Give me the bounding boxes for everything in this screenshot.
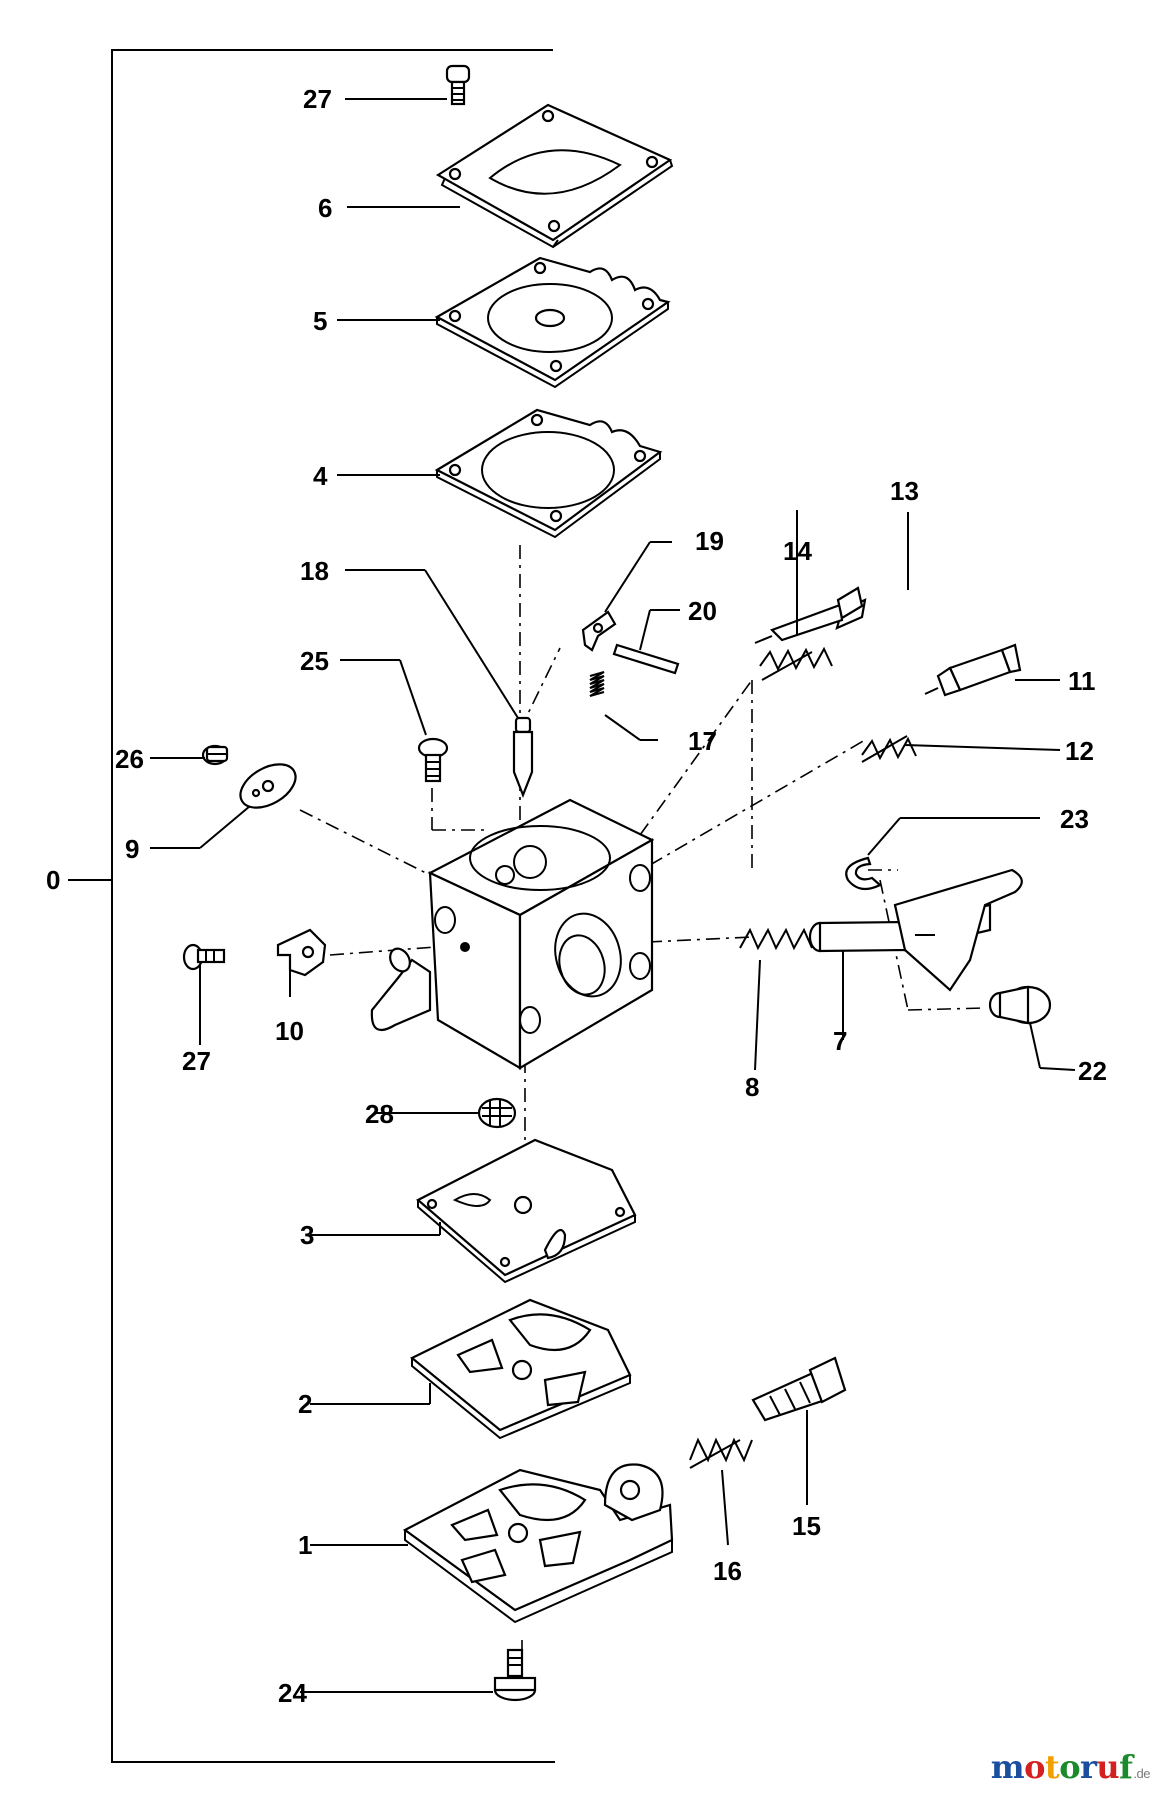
label-part-14: 14	[783, 536, 812, 566]
label-part-17: 17	[688, 726, 717, 756]
watermark-letter: o	[1059, 1748, 1081, 1786]
watermark-letter: o	[1024, 1748, 1045, 1786]
label-part-23: 23	[1060, 804, 1089, 834]
label-part-1: 1	[298, 1530, 312, 1560]
label-part-3: 3	[300, 1220, 314, 1250]
watermark-text: motoruf	[991, 1748, 1133, 1786]
carburetor-body	[370, 798, 655, 1070]
watermark-letter: m	[990, 1748, 1025, 1786]
label-part-5: 5	[313, 306, 327, 336]
watermark-letter: f	[1119, 1748, 1133, 1786]
label-part-13: 13	[890, 476, 919, 506]
part-12-spring	[861, 735, 917, 763]
leader-lines	[150, 98, 1076, 1693]
part-9-washer	[239, 763, 297, 809]
part-16-spring	[689, 1437, 753, 1469]
label-part-27-top: 27	[303, 84, 332, 114]
part-19-metering-lever	[581, 610, 617, 652]
label-part-2: 2	[298, 1389, 312, 1419]
label-part-27-side: 27	[182, 1046, 211, 1076]
label-part-26: 26	[115, 744, 144, 774]
part-6-cover-plate	[435, 103, 674, 249]
label-part-28: 28	[365, 1099, 394, 1129]
label-part-6: 6	[318, 193, 332, 223]
part-1-pump-cover	[402, 1463, 674, 1624]
part-27-top-screw	[445, 64, 471, 106]
part-15-screw	[751, 1356, 847, 1422]
label-part-20: 20	[688, 596, 717, 626]
label-part-19: 19	[695, 526, 724, 556]
part-27-side-screw	[182, 943, 226, 971]
label-part-16: 16	[713, 1556, 742, 1586]
part-labels: 0 1 2 3 4 5 6 7 8 9 10 11 12 13 14 15 16…	[46, 84, 1107, 1708]
part-17-lever-spring	[589, 671, 605, 697]
watermark-letter: u	[1096, 1748, 1120, 1786]
part-8-spring	[739, 927, 813, 951]
label-part-11: 11	[1068, 666, 1096, 696]
part-25-screw	[417, 737, 449, 783]
part-4-gasket	[434, 408, 663, 539]
label-part-10: 10	[275, 1016, 304, 1046]
part-13-adjusting-screw	[754, 586, 867, 644]
label-part-7: 7	[833, 1026, 847, 1056]
watermark-letter: t	[1044, 1748, 1060, 1786]
label-part-18: 18	[300, 556, 329, 586]
part-22-throttle-nut	[988, 985, 1052, 1025]
label-part-0: 0	[46, 865, 60, 895]
label-part-4: 4	[313, 461, 328, 491]
part-5-diaphragm	[434, 256, 671, 389]
label-part-9: 9	[125, 834, 139, 864]
part-26-screw	[201, 744, 229, 766]
watermark-logo: motoruf.de	[991, 1748, 1151, 1786]
label-part-22: 22	[1078, 1056, 1107, 1086]
label-part-12: 12	[1065, 736, 1094, 766]
part-11-adjusting-screw	[924, 643, 1022, 697]
part-18-inlet-needle	[512, 716, 534, 799]
watermark-suffix: .de	[1133, 1766, 1150, 1781]
watermark-letter: r	[1080, 1748, 1097, 1786]
label-part-24: 24	[278, 1678, 307, 1708]
part-28-filter-screen	[477, 1097, 517, 1129]
part-7-throttle-shaft	[808, 868, 1023, 992]
part-10-bracket	[276, 928, 327, 977]
assembly-bracket	[68, 49, 555, 1763]
part-23-e-clip	[845, 856, 882, 891]
part-24-screw	[493, 1648, 537, 1702]
part-14-spring	[759, 646, 833, 681]
label-part-15: 15	[792, 1511, 821, 1541]
part-3-metering-plate	[416, 1138, 637, 1284]
label-part-8: 8	[745, 1072, 759, 1102]
part-2-pump-gasket	[409, 1298, 632, 1440]
label-part-25: 25	[300, 646, 329, 676]
part-20-lever-pin	[612, 643, 680, 675]
